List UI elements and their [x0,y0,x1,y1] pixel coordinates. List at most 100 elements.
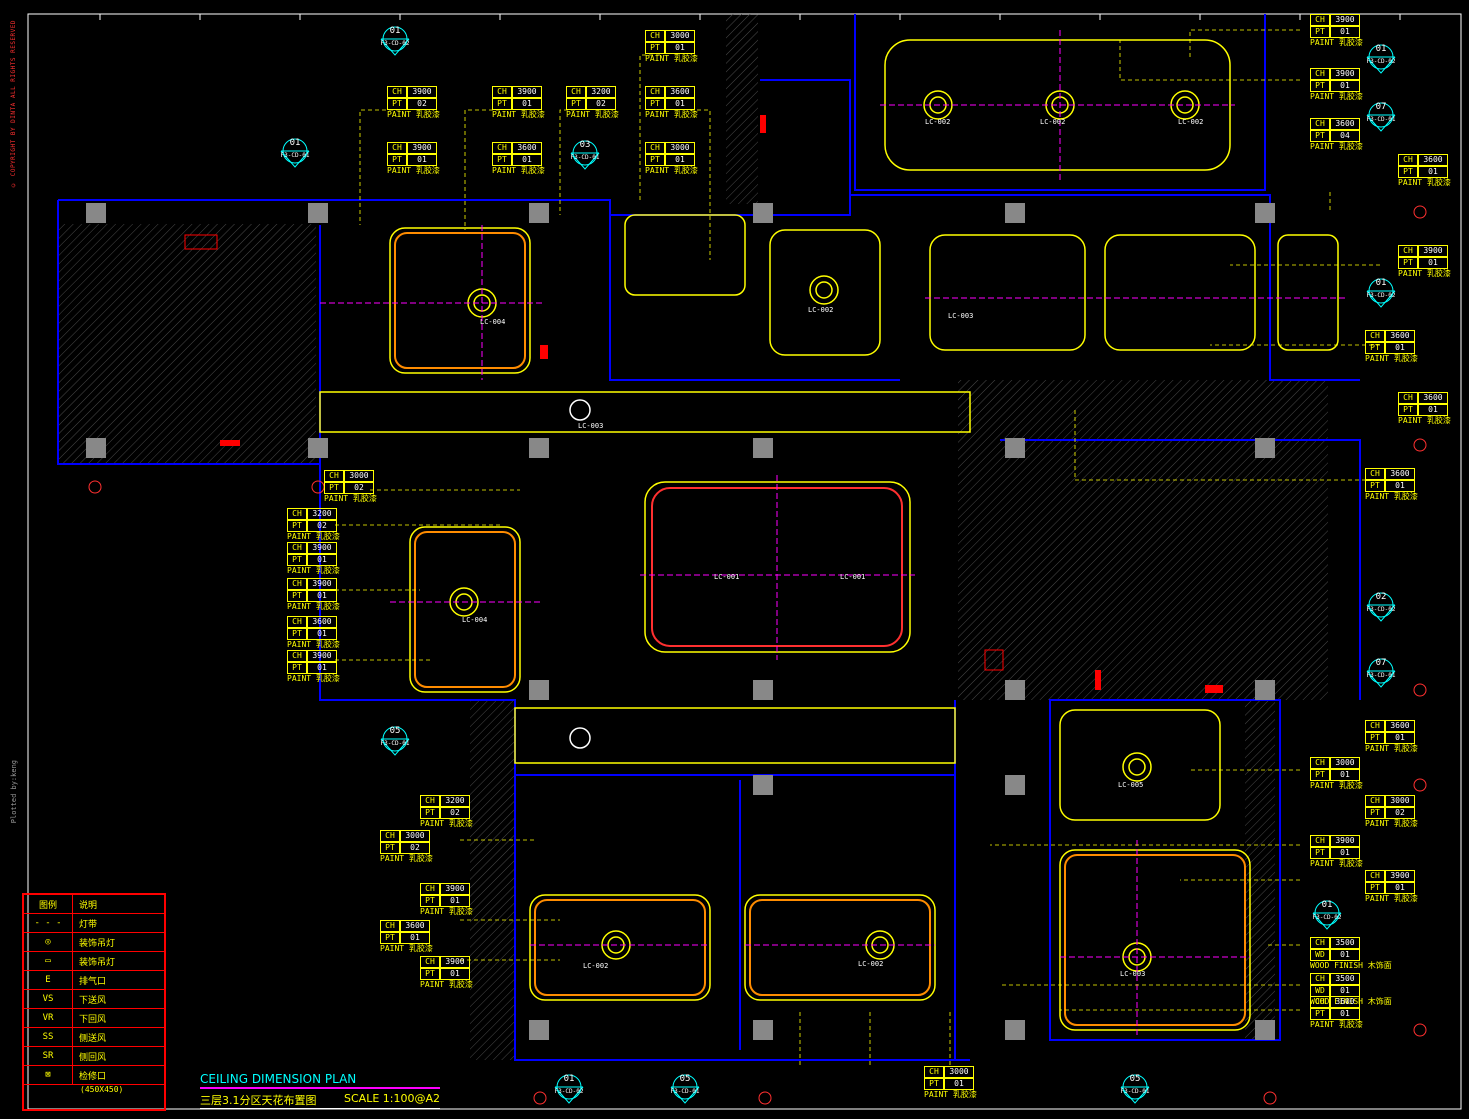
tag-ch-value: 3600 [1418,154,1448,166]
legend-item: ⊠检修口 [24,1066,164,1085]
marker-number: 02 [1375,592,1387,602]
tag-ch-label: CH [324,470,344,482]
tag-finish-label: PT [380,842,400,854]
tag-finish-label: PT [1310,130,1330,142]
title-sub-row: 三层3.1分区天花布置图 SCALE 1:100@A2 [200,1092,440,1109]
title-block: CEILING DIMENSION PLAN 三层3.1分区天花布置图 SCAL… [200,1072,440,1109]
marker-number: 01 [1321,900,1333,910]
drawing-title: CEILING DIMENSION PLAN [200,1072,440,1089]
tag-note: WOOD FINISH 木饰面 [1310,961,1392,970]
tag-finish-value: 01 [512,98,542,110]
marker-icon [1366,658,1396,688]
tag-ch-value: 3900 [407,142,437,154]
marker-number: 01 [389,26,401,36]
marker-number: 05 [679,1074,691,1084]
tag-finish-value: 02 [586,98,616,110]
tag-finish-value: 01 [1330,1008,1360,1020]
legend-item: ▭装饰吊灯 [24,952,164,971]
marker-icon [1366,592,1396,622]
tag-finish-label: PT [645,154,665,166]
tag-ch-value: 3000 [665,142,695,154]
tag-finish-label: PT [1398,257,1418,269]
room-label: LC-002 [925,118,951,126]
tag-ch-label: CH [1365,468,1385,480]
room-label: LC-003 [578,422,604,430]
tag-finish-value: 01 [1418,404,1448,416]
tag-finish-label: PT [1310,1008,1330,1020]
tag-ch-label: CH [1310,14,1330,26]
tag-note: PAINT 乳胶漆 [1365,894,1418,903]
tag-note: PAINT 乳胶漆 [645,54,698,63]
tag-finish-value: 01 [1385,342,1415,354]
legend-desc: 侧回风 [79,1052,107,1063]
tag-finish-label: PT [566,98,586,110]
legend-symbol: E [24,971,73,989]
legend-symbol: VR [24,1009,73,1027]
tag-ch-label: CH [380,920,400,932]
tag-ch-value: 3600 [1330,996,1360,1008]
marker-number: 05 [1129,1074,1141,1084]
tag-finish-value: 01 [1385,480,1415,492]
tag-note: PAINT 乳胶漆 [645,166,698,175]
tag-finish-label: PT [1398,166,1418,178]
marker-icon [280,138,310,168]
tag-note: PAINT 乳胶漆 [924,1090,977,1099]
legend-desc: 装饰吊灯 [79,957,116,968]
tag-ch-label: CH [1398,154,1418,166]
tag-finish-label: PT [1365,807,1385,819]
marker-ref: F3-CD-01 [1120,1088,1150,1095]
tag-finish-label: PT [492,154,512,166]
tag-note: PAINT 乳胶漆 [1310,859,1363,868]
marker-number: 01 [289,138,301,148]
tag-finish-value: 01 [1418,257,1448,269]
legend-item: SR 侧回风 [24,1047,164,1066]
tag-note: PAINT 乳胶漆 [420,819,473,828]
marker-number: 07 [1375,102,1387,112]
room-label: LC-004 [480,318,506,326]
tag-note: PAINT 乳胶漆 [287,602,340,611]
tag-ch-label: CH [492,86,512,98]
legend-symbol: SR [24,1047,73,1065]
tag-ch-value: 3000 [344,470,374,482]
tag-finish-value: 01 [1385,732,1415,744]
room-label: LC-002 [583,962,609,970]
legend-item: - - -灯带 [24,914,164,933]
tag-note: PAINT 乳胶漆 [1310,92,1363,101]
copyright-notice: © COPYRIGHT BY DINTA ALL RIGHTS RESERVED [10,20,17,188]
tag-note: PAINT 乳胶漆 [1365,819,1418,828]
tag-note: PAINT 乳胶漆 [287,566,340,575]
drawing-subtitle: 三层3.1分区天花布置图 [200,1094,317,1107]
tag-note: WOOD FINISH 木饰面 [1310,997,1392,1006]
tag-finish-label: PT [420,807,440,819]
tag-ch-label: CH [645,86,665,98]
tag-note: PAINT 乳胶漆 [420,907,473,916]
tag-ch-label: CH [1310,996,1330,1008]
tag-ch-label: CH [645,142,665,154]
tag-ch-value: 3600 [1385,720,1415,732]
tag-ch-value: 3200 [440,795,470,807]
tag-finish-label: PT [387,98,407,110]
